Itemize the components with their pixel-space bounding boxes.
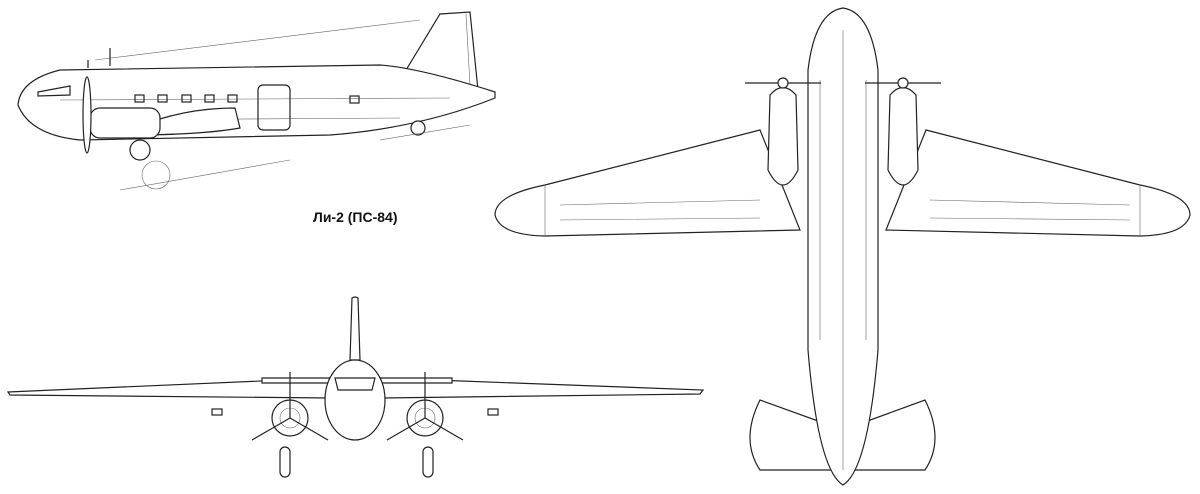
left-engine-nacelle	[767, 86, 799, 186]
cockpit-window	[37, 85, 71, 97]
left-wheel-front	[279, 446, 291, 478]
right-wing	[885, 129, 1191, 237]
main-wheel	[129, 139, 151, 161]
right-wheel-front	[422, 446, 434, 478]
left-wing	[494, 129, 801, 237]
tail-fin-front	[349, 296, 361, 361]
aircraft-designation-label: Ли-2 (ПС-84)	[313, 209, 398, 225]
propeller-side	[82, 76, 92, 154]
left-propeller-front	[251, 372, 329, 441]
side-view	[17, 11, 496, 191]
windscreen	[334, 377, 376, 391]
right-propeller-front	[386, 372, 464, 441]
front-view	[6, 296, 705, 478]
top-view	[494, 7, 1191, 486]
engine-nacelle-side	[89, 107, 161, 139]
fuselage-front	[324, 359, 386, 441]
windows	[37, 84, 360, 131]
tail-wheel	[410, 120, 426, 136]
right-engine-nacelle	[887, 86, 919, 186]
cargo-door	[257, 84, 291, 131]
